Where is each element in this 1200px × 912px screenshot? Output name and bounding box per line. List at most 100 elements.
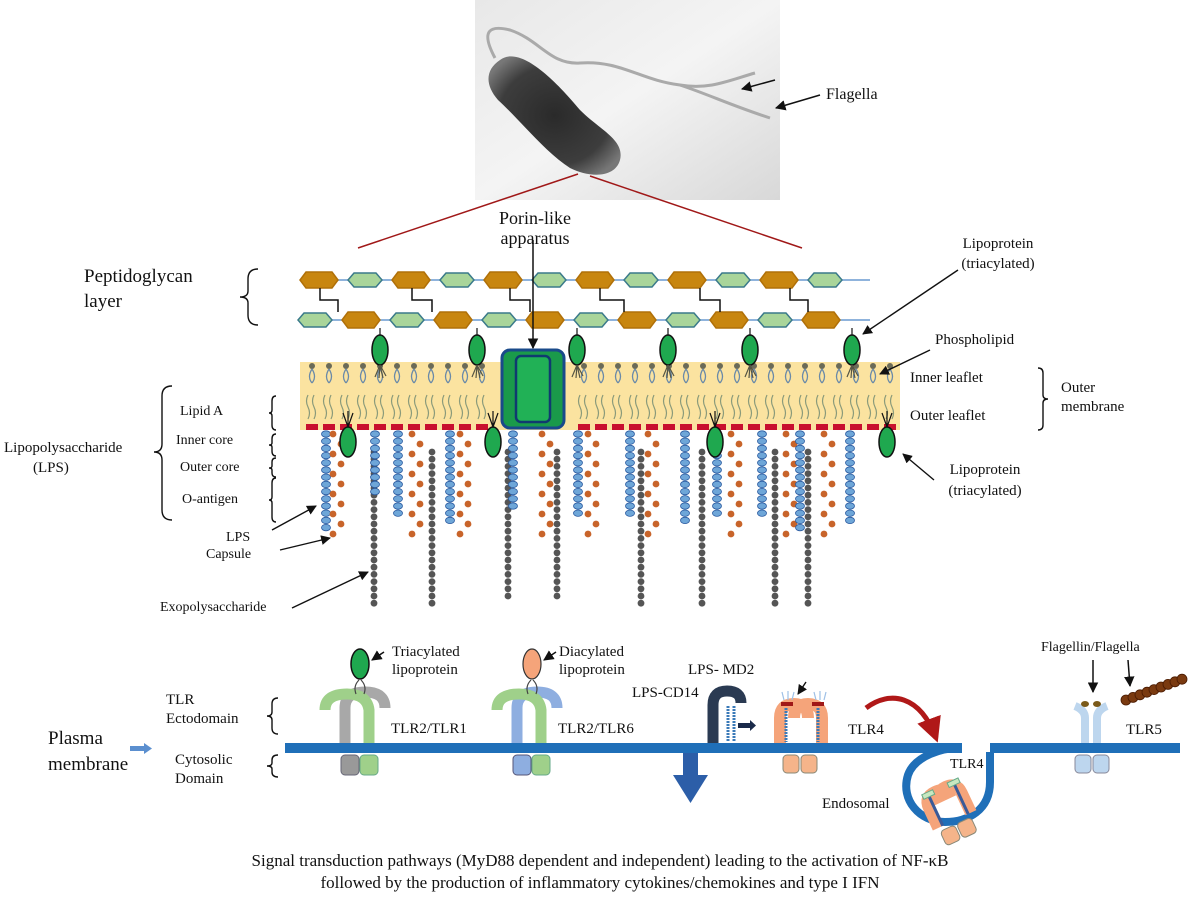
capsule-sugar: [584, 470, 592, 478]
capsule-sugar: [727, 510, 735, 518]
exopolysaccharide-sugar: [370, 563, 378, 571]
exopolysaccharide-sugar: [428, 549, 436, 557]
capsule-sugar: [538, 530, 546, 538]
lipid-a-head: [697, 424, 709, 430]
exopolysaccharide-sugar: [370, 506, 378, 513]
exopolysaccharide-sugar: [804, 477, 812, 485]
capsule-sugar: [820, 450, 828, 458]
lps-sugar: [508, 459, 518, 467]
phospholipid-tail: [818, 368, 826, 384]
lipid-a-tail: [764, 394, 776, 420]
phospholipid-tail: [767, 368, 775, 384]
lipoprotein-icon: [706, 426, 724, 458]
lps-sugar: [393, 437, 403, 445]
capsule-sugar: [408, 510, 416, 518]
phospholipid-tail: [359, 368, 367, 384]
capsule-sugar: [652, 460, 660, 468]
lps-sugar: [712, 466, 722, 474]
lps-sugar: [445, 473, 455, 481]
lipoprotein-icon: [339, 426, 357, 458]
exopolysaccharide-sugar: [428, 520, 436, 528]
caption-line2: followed by the production of inflammato…: [320, 873, 880, 892]
lps-sugar: [625, 459, 635, 467]
lps-sugar: [370, 473, 380, 481]
phospholipid-label: Phospholipid: [935, 332, 1015, 348]
endosome-membrane: [902, 744, 994, 827]
lps-sugar: [712, 459, 722, 467]
inner-core-bracket: [268, 433, 277, 457]
exopolysaccharide-sugar: [637, 484, 645, 492]
lps-sugar: [321, 466, 331, 474]
phospholipid-head: [581, 363, 587, 369]
exopolysaccharide-label: Exopolysaccharide: [160, 600, 267, 615]
lps-sugar: [757, 430, 767, 438]
exopolysaccharide-sugar: [428, 499, 436, 506]
capsule-sugar: [408, 490, 416, 498]
capsule-sugar: [735, 480, 743, 488]
phospholipid-tail: [716, 368, 724, 384]
capsule-sugar: [546, 480, 554, 488]
capsule-sugar: [464, 520, 472, 528]
capsule-sugar: [329, 470, 337, 478]
exopolysaccharide-sugar: [804, 527, 812, 535]
bacterium-cell: [488, 56, 621, 175]
lps-sugar: [757, 473, 767, 481]
plasma-membrane-arrow-head: [144, 743, 152, 754]
capsule-sugar: [652, 500, 660, 508]
lps-sugar: [508, 502, 518, 510]
lps-sugar: [757, 451, 767, 460]
lps-sugar: [445, 466, 455, 474]
lps-cd14-label: LPS-CD14: [632, 685, 699, 701]
peptide-unit: [709, 311, 749, 329]
flagellin-subunit: [1176, 673, 1188, 685]
lps-sugar: [795, 523, 805, 532]
lps-sugar: [845, 430, 855, 438]
exopolysaccharide-sugar: [553, 542, 561, 549]
exopolysaccharide-sugar: [771, 484, 779, 492]
flagellin-monomer-icon: [1093, 701, 1101, 707]
exopolysaccharide-sugar: [553, 549, 561, 557]
exopolysaccharide-sugar: [553, 463, 561, 470]
capsule-sugar: [735, 520, 743, 528]
zoom-line-right: [589, 175, 803, 249]
exopolysaccharide-sugar: [804, 599, 812, 607]
lps-sugar: [573, 444, 583, 452]
lps-sugar: [845, 444, 855, 452]
flagellin-monomer-icon: [1081, 701, 1089, 707]
lps-sugar: [445, 437, 455, 445]
exopolysaccharide-sugar: [370, 499, 378, 506]
capsule-sugar: [337, 500, 345, 508]
capsule-sugar: [337, 460, 345, 468]
exopolysaccharide-sugar: [771, 470, 779, 477]
capsule-sugar: [790, 520, 798, 528]
capsule-sugar: [329, 450, 337, 458]
glycan-unit: [389, 312, 425, 328]
peptide-crosslink: [319, 288, 339, 312]
exopolysaccharide-sugar: [698, 448, 706, 456]
lps-sugar: [321, 495, 331, 503]
lipid-a-head: [850, 424, 862, 430]
exopolysaccharide-sugar: [698, 470, 706, 477]
lps-sugar: [795, 451, 805, 460]
lipid-a-tail: [577, 394, 589, 420]
capsule-sugar: [546, 520, 554, 528]
exopolysaccharide-sugar: [504, 549, 512, 557]
exopolysaccharide-sugar: [504, 556, 512, 564]
lipid-a-head: [833, 424, 845, 430]
outer-membrane-bracket: [1037, 367, 1049, 431]
exopolysaccharide-sugar: [504, 542, 512, 549]
exopolysaccharide-sugar: [428, 484, 436, 492]
lps-sugar: [712, 502, 722, 510]
peptide-unit: [483, 271, 523, 289]
caption-line1: Signal transduction pathways (MyD88 depe…: [251, 851, 949, 870]
lps-sugar: [757, 487, 767, 496]
peptide-crosslink: [789, 288, 809, 312]
exopolysaccharide-sugar: [698, 542, 706, 549]
glycan-unit: [297, 312, 333, 328]
exopolysaccharide-sugar: [698, 571, 706, 578]
capsule-sugar: [456, 450, 464, 458]
exopolysaccharide-sugar: [504, 585, 512, 593]
exopolysaccharide-sugar: [553, 513, 561, 521]
lps-sugar: [393, 495, 403, 503]
lipid-a-head: [459, 424, 471, 430]
